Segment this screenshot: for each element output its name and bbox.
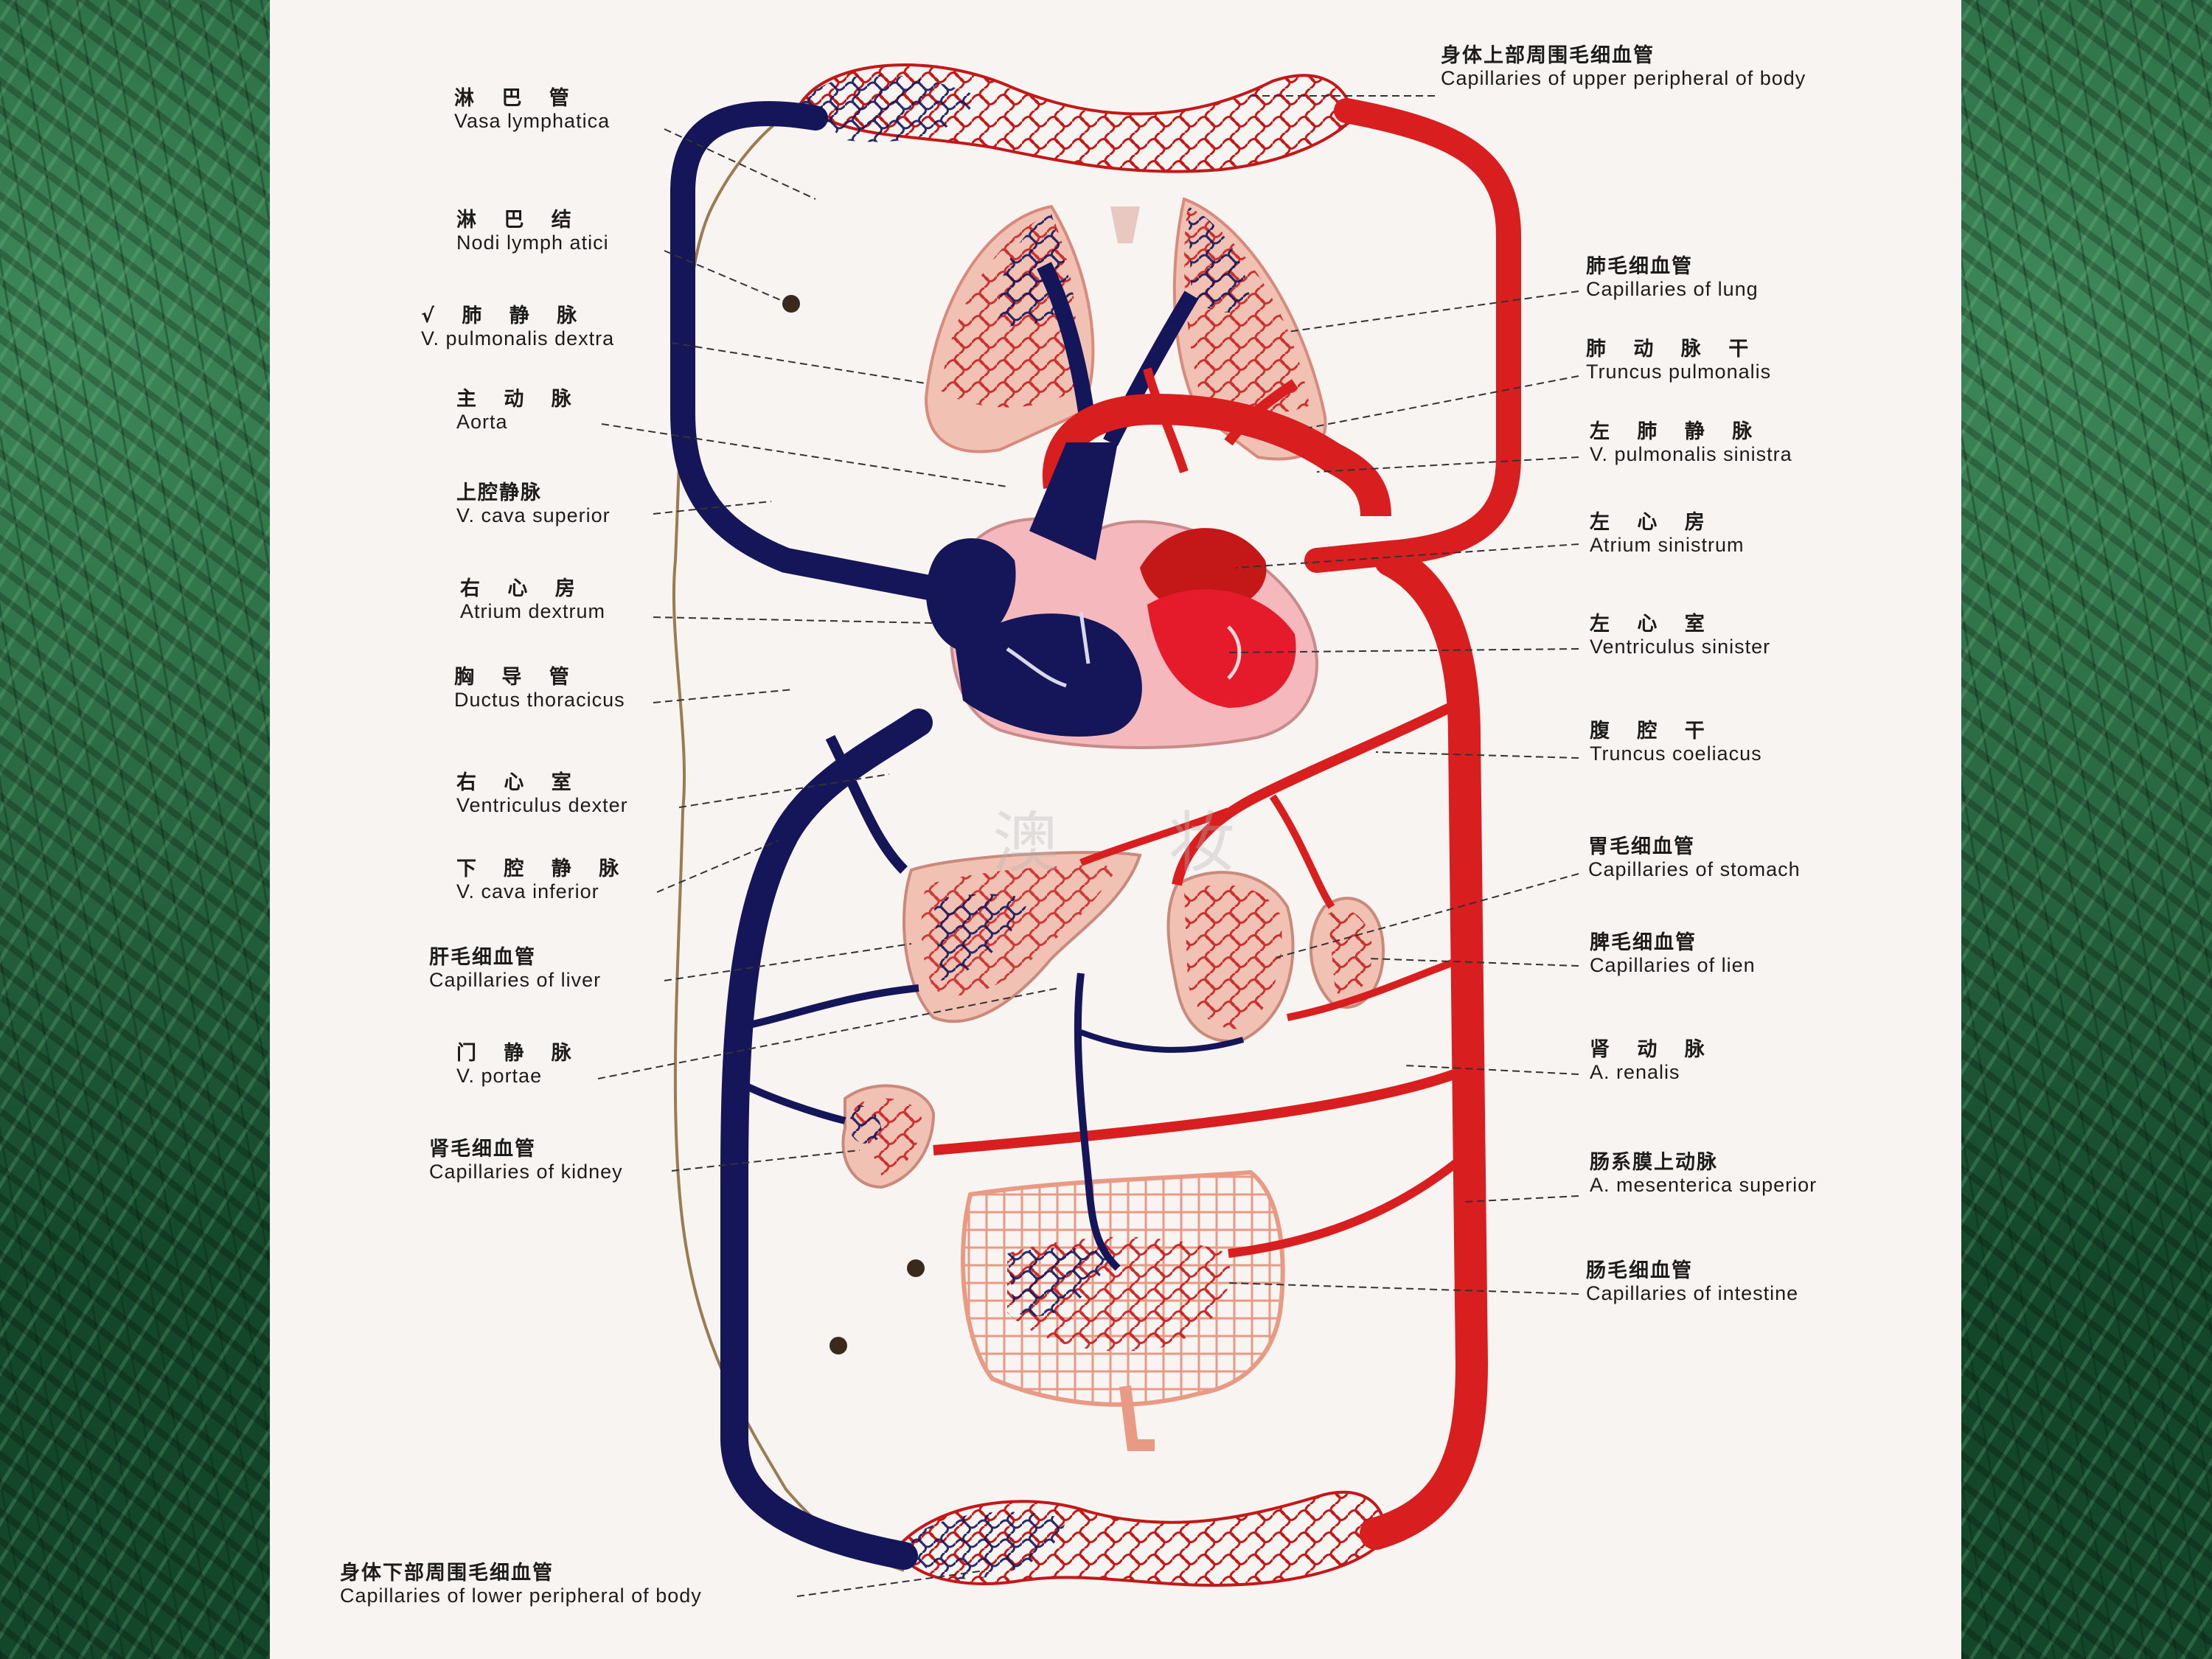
aorta-loop bbox=[1304, 98, 1521, 573]
left-atrium bbox=[1140, 528, 1267, 612]
lymph-vessel bbox=[672, 102, 905, 1572]
vena-cava-superior bbox=[670, 101, 953, 602]
descending-aorta bbox=[1360, 544, 1489, 1550]
aortic-arch bbox=[1042, 393, 1391, 517]
portal-vein bbox=[1074, 973, 1121, 1271]
left-marble-border bbox=[0, 0, 270, 1659]
right-ventricle bbox=[956, 613, 1142, 737]
renal-artery bbox=[933, 1064, 1470, 1155]
vena-cava-inferior bbox=[720, 709, 933, 1570]
watermark-text: 澳 妆 bbox=[992, 804, 1279, 882]
right-marble-border bbox=[1961, 0, 2212, 1659]
superior-mesenteric-artery bbox=[1228, 1147, 1475, 1258]
right-atrium bbox=[926, 538, 1016, 649]
coeliac-trunk bbox=[1172, 695, 1467, 886]
circulation-drawing bbox=[597, 63, 1579, 1597]
left-ventricle bbox=[1147, 589, 1296, 708]
superior-vena-cava-entry bbox=[1029, 442, 1118, 560]
